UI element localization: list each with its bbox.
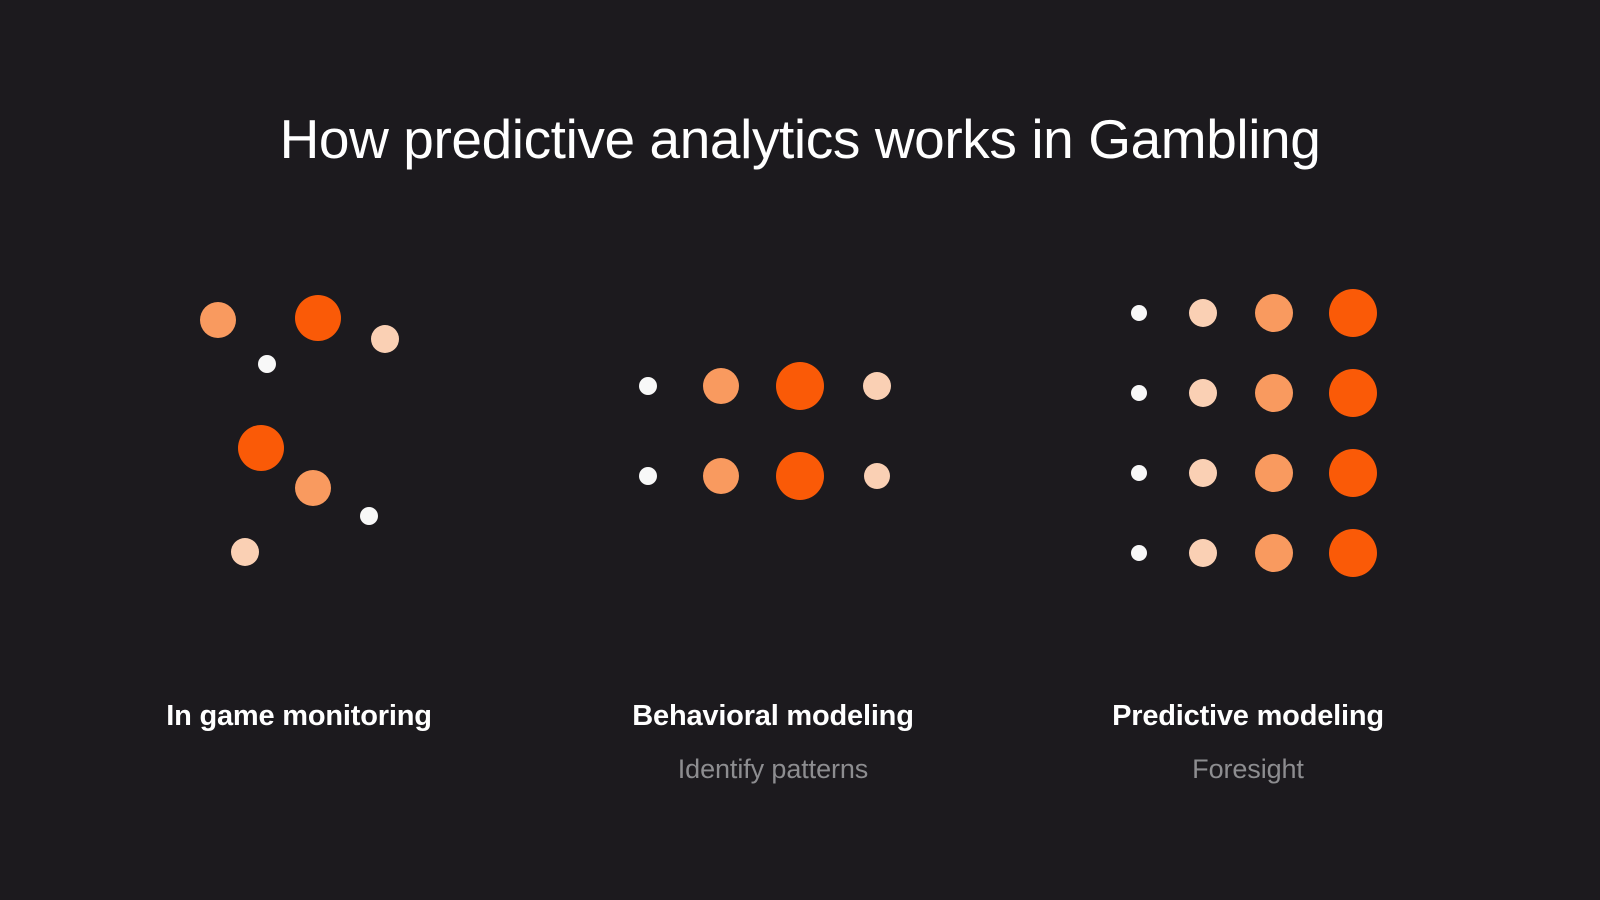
data-dot [864,463,890,489]
data-dot [1255,454,1293,492]
data-dot [238,425,284,471]
data-dot [200,302,236,338]
data-dot [1189,459,1217,487]
cluster-label-predictive-modeling: Predictive modeling [1112,700,1384,732]
data-dot [703,458,739,494]
data-dot [1329,369,1377,417]
data-dot [863,372,891,400]
data-dot [1329,289,1377,337]
data-dot [1329,449,1377,497]
data-dot [1189,299,1217,327]
data-dot [295,295,341,341]
data-dot [1329,529,1377,577]
data-dot [295,470,331,506]
cluster-sublabel-predictive-modeling: Foresight [1192,754,1304,784]
data-dot [371,325,399,353]
data-dot [776,452,824,500]
data-dot [258,355,276,373]
data-dot [639,467,657,485]
data-dot [1255,534,1293,572]
data-dot [1255,294,1293,332]
data-dot [639,377,657,395]
data-dot [1189,539,1217,567]
page-title: How predictive analytics works in Gambli… [279,108,1321,170]
data-dot [1255,374,1293,412]
data-dot [703,368,739,404]
data-dot [231,538,259,566]
cluster-label-in-game-monitoring: In game monitoring [166,700,432,732]
data-dot [1131,465,1147,481]
data-dot [1131,545,1147,561]
data-dot [360,507,378,525]
cluster-sublabel-behavioral-modeling: Identify patterns [677,754,869,784]
data-dot [1189,379,1217,407]
cluster-label-behavioral-modeling: Behavioral modeling [632,700,914,732]
data-dot [1131,385,1147,401]
data-dot [1131,305,1147,321]
data-dot [776,362,824,410]
